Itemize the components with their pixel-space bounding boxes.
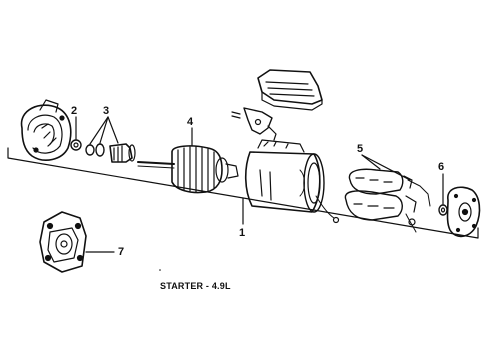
solenoid-cover	[231, 69, 323, 141]
drive-end-housing	[20, 99, 72, 161]
bushing	[70, 116, 82, 151]
field-frame	[244, 139, 340, 224]
callout-6: 6	[438, 161, 445, 173]
callout-7: 7	[118, 246, 125, 258]
callout-1: 1	[239, 227, 246, 239]
callout-2: 2	[71, 105, 78, 117]
brush-holder-assembly	[344, 154, 431, 233]
callout-5: 5	[357, 143, 364, 155]
callout-4: 4	[187, 116, 194, 128]
callout-3: 3	[103, 105, 110, 117]
end-plate	[446, 186, 481, 238]
diagram-caption: STARTER - 4.9L	[160, 281, 231, 291]
assembly-bracket	[7, 147, 479, 239]
armature	[137, 127, 239, 194]
end-bushing	[438, 173, 448, 216]
solenoid	[39, 211, 115, 273]
drive-assembly	[85, 116, 136, 163]
